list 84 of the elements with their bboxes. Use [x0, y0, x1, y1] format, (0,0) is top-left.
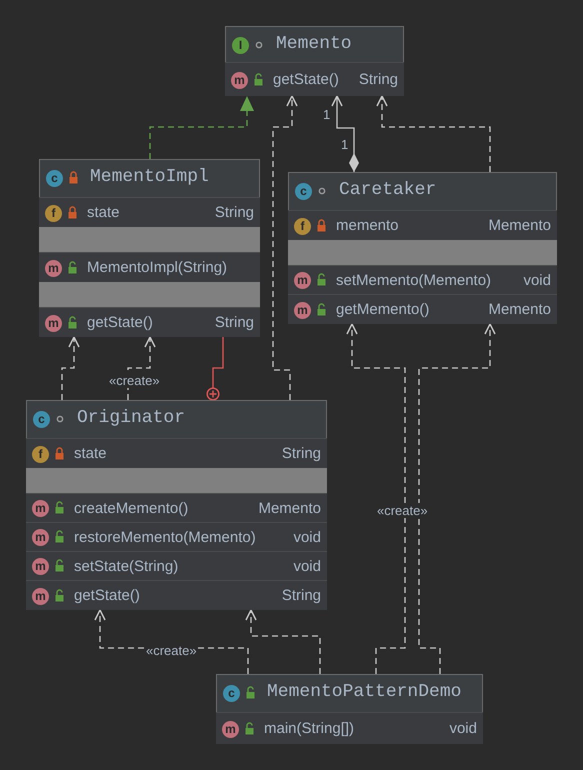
member-row: [26, 551, 327, 580]
empty-compartment-bar: [26, 468, 327, 493]
member-name: memento: [336, 217, 399, 234]
member-type: String: [214, 204, 254, 221]
member-type: void: [293, 558, 321, 574]
multiplicity-label: 1: [323, 107, 330, 122]
member-type: String: [282, 445, 321, 462]
class-kind-icon: c: [295, 183, 312, 200]
member-type: Memento: [488, 217, 551, 234]
member-row: [225, 62, 404, 96]
class-name: Originator: [77, 408, 186, 428]
multiplicity-label: 1: [341, 137, 348, 152]
edge-label: «create»: [108, 373, 161, 388]
member-name: getState(): [74, 587, 140, 604]
member-name: state: [87, 204, 120, 221]
dependency-arrow: [61, 336, 80, 400]
member-kind-icon: m: [45, 314, 62, 332]
dependency-arrow: [272, 95, 298, 400]
member-name: getState(): [273, 71, 339, 88]
member-kind-icon: m: [294, 302, 311, 318]
class-box: [225, 26, 404, 96]
member-row: [39, 307, 260, 337]
member-type: void: [449, 720, 477, 737]
class-box: [288, 172, 557, 324]
class-kind-icon: I: [232, 37, 249, 54]
member-kind-icon: m: [32, 529, 49, 546]
member-row: [26, 522, 327, 551]
member-kind-icon: m: [45, 260, 62, 276]
dependency-arrow: [418, 323, 496, 674]
inner-class-connector: [206, 337, 224, 400]
member-type: String: [358, 71, 398, 88]
member-row: [26, 493, 327, 522]
dependency-arrow: [149, 96, 254, 159]
member-kind-icon: f: [32, 446, 49, 462]
class-kind-icon: c: [223, 685, 240, 702]
edge-label: «create»: [376, 503, 429, 518]
member-name: state: [74, 445, 107, 462]
empty-compartment-bar: [288, 240, 557, 265]
member-kind-icon: m: [222, 720, 239, 738]
member-name: main(String[]): [264, 720, 354, 737]
member-name: getMemento(): [336, 301, 430, 318]
member-type: Memento: [488, 301, 551, 318]
member-kind-icon: m: [32, 558, 49, 575]
member-row: [288, 210, 557, 240]
member-type: void: [293, 528, 321, 546]
class-name: MementoImpl: [90, 167, 209, 187]
empty-compartment-bar: [39, 227, 260, 252]
class-box: [216, 674, 483, 744]
class-kind-icon: c: [46, 170, 63, 187]
member-kind-icon: m: [231, 72, 248, 88]
member-name: restoreMemento(Memento): [74, 528, 256, 546]
empty-compartment-bar: [39, 282, 260, 307]
member-kind-icon: m: [32, 500, 49, 517]
member-type: String: [214, 314, 254, 331]
member-name: MementoImpl(String): [87, 259, 228, 276]
class-name: MementoPatternDemo: [267, 682, 462, 702]
member-name: setMemento(Memento): [336, 272, 492, 288]
class-box: [39, 159, 260, 337]
dependency-arrow: [346, 323, 406, 674]
member-type: String: [282, 587, 321, 604]
member-kind-icon: m: [32, 588, 49, 604]
member-row: [26, 580, 327, 610]
member-kind-icon: f: [45, 204, 62, 222]
member-type: Memento: [258, 500, 321, 516]
member-row: [26, 438, 327, 468]
member-row: [39, 252, 260, 282]
member-kind-icon: m: [294, 272, 311, 289]
member-name: setState(String): [74, 558, 178, 574]
member-name: getState(): [87, 314, 153, 331]
member-type: void: [523, 272, 551, 288]
composition-arrow: [331, 95, 359, 172]
member-kind-icon: f: [294, 218, 311, 234]
class-name: Memento: [276, 34, 352, 54]
dependency-arrow: [245, 609, 321, 674]
member-row: [216, 712, 483, 744]
class-box: [26, 400, 327, 610]
member-name: createMemento(): [74, 500, 188, 516]
member-row: [288, 294, 557, 324]
dependency-arrow: [127, 336, 156, 400]
dependency-arrow: [376, 95, 491, 172]
member-row: [288, 265, 557, 294]
member-row: [39, 197, 260, 227]
class-kind-icon: c: [33, 411, 50, 428]
class-name: Caretaker: [339, 180, 436, 200]
